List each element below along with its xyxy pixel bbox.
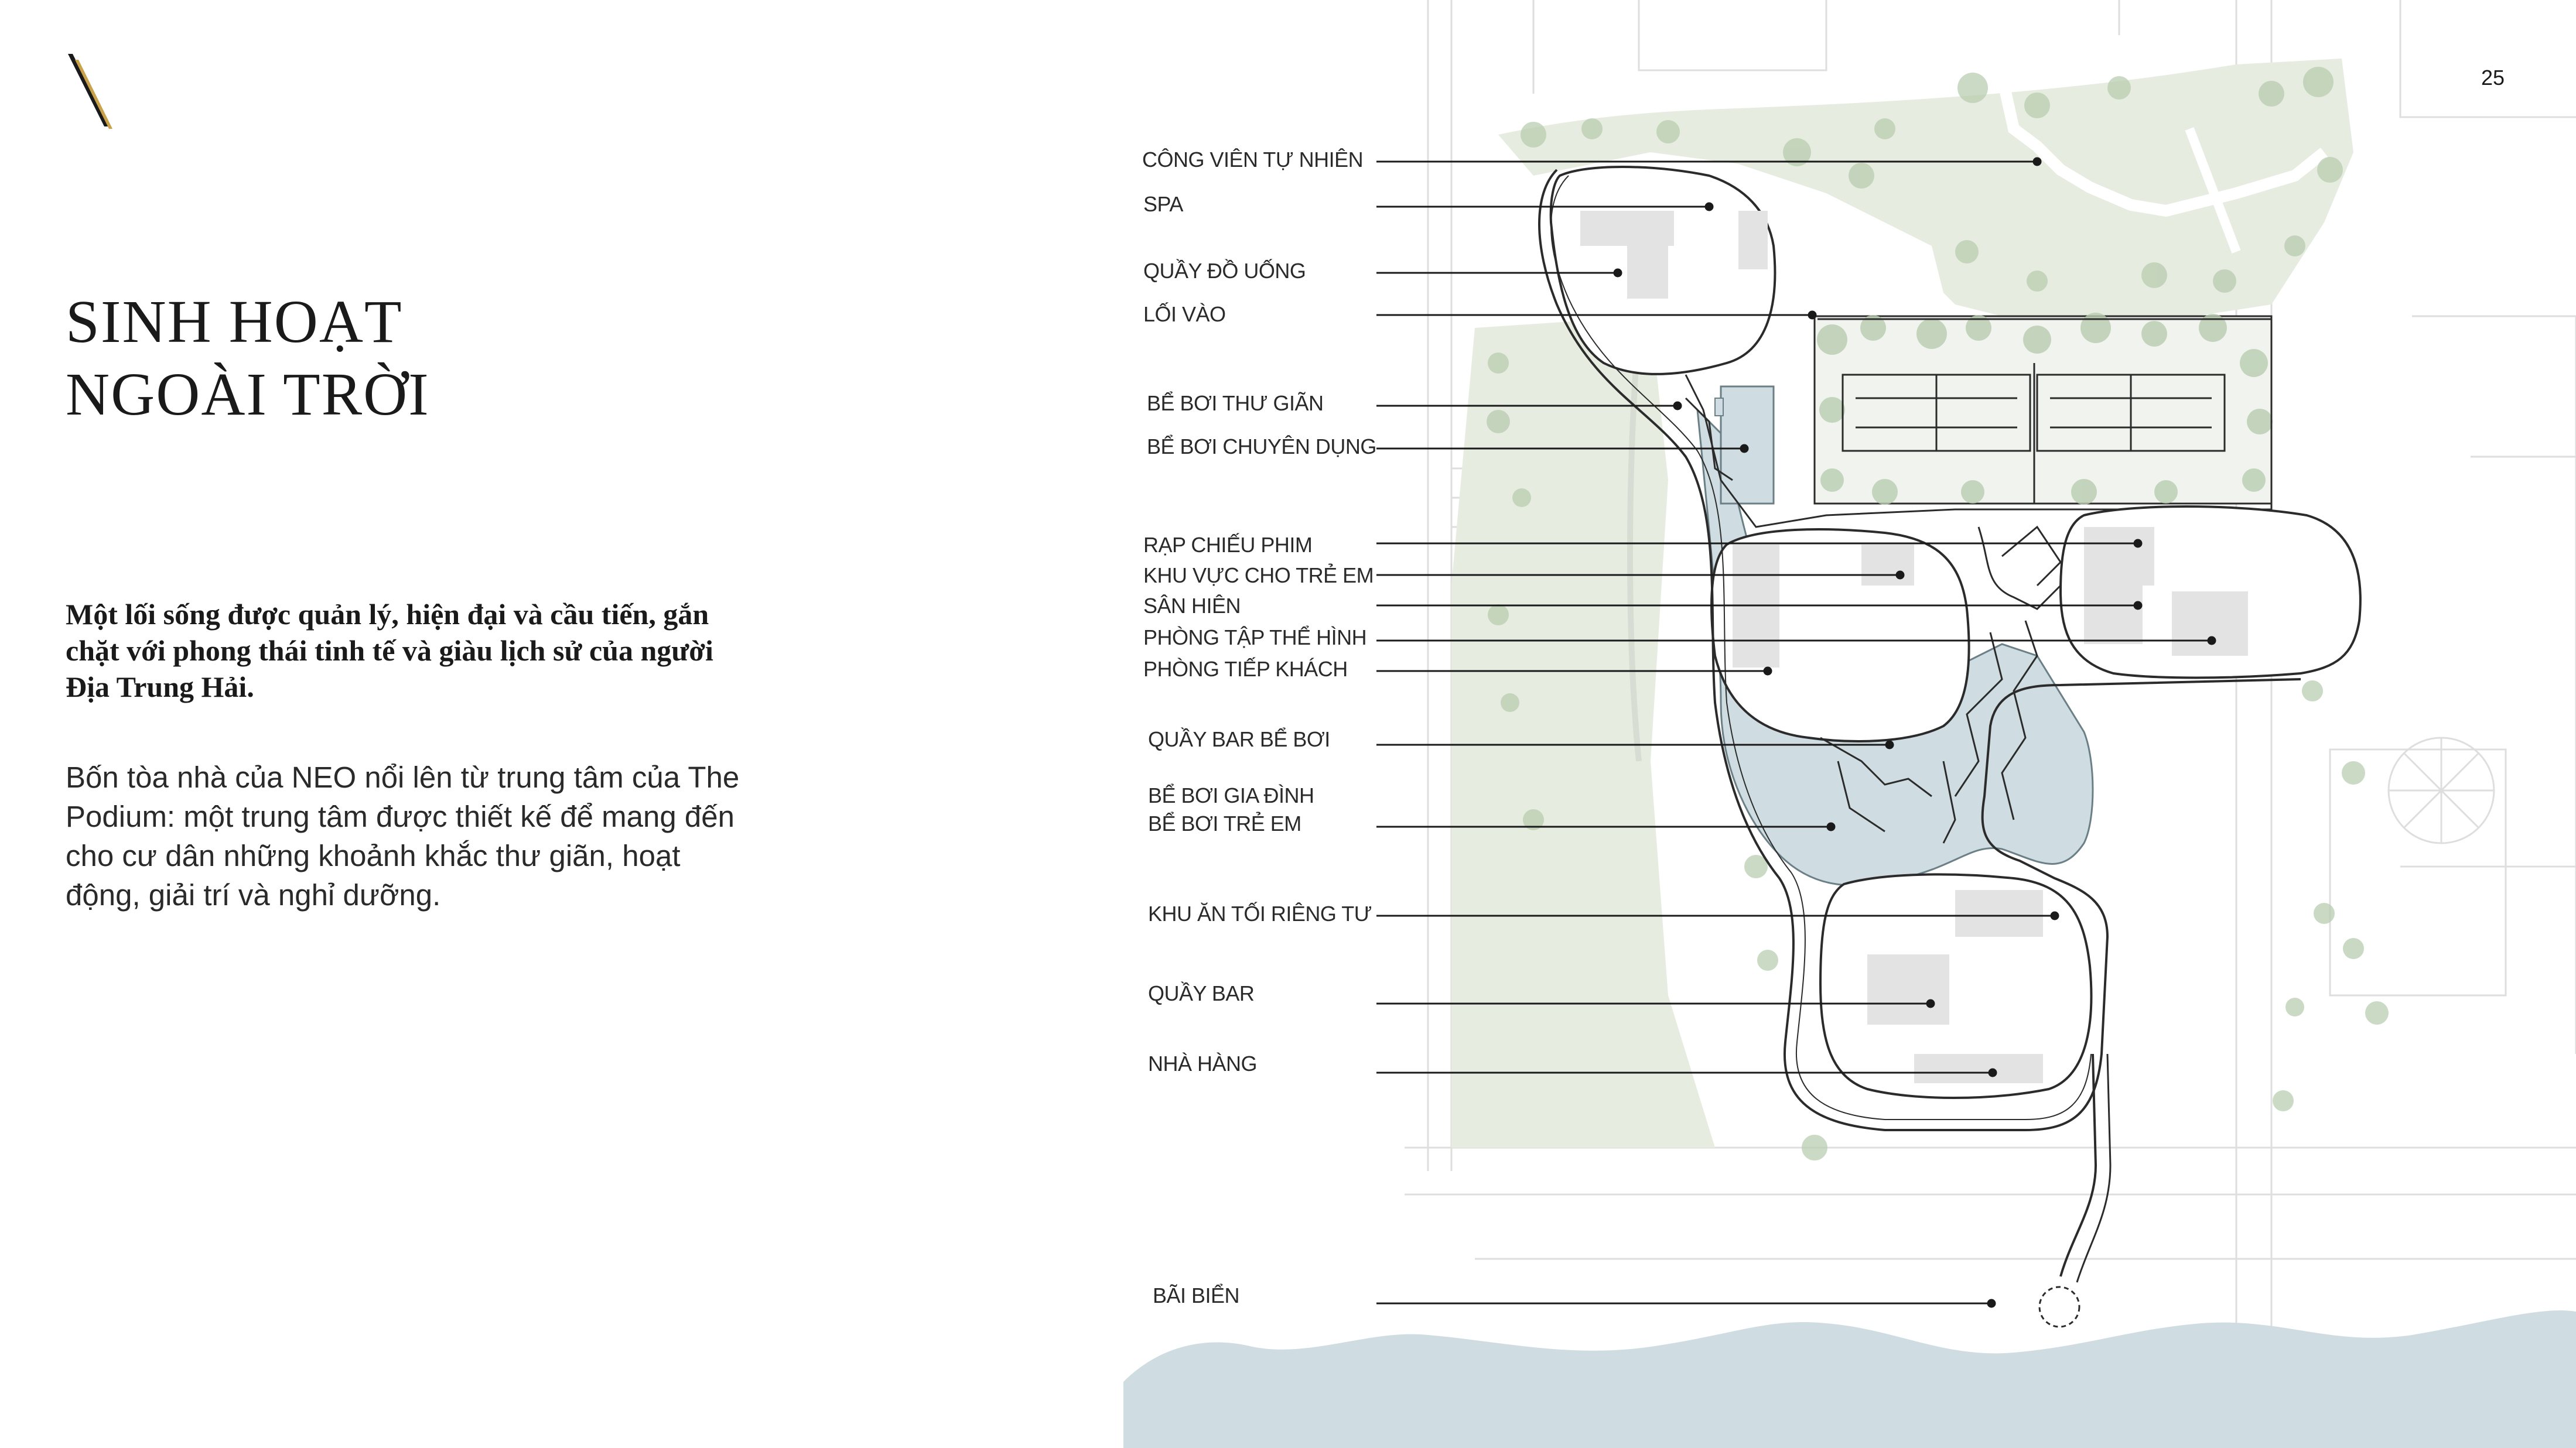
- callout-quay-bar-be-boi: QUẦY BAR BỂ BƠI: [1148, 727, 1330, 751]
- page-number: 25: [2481, 66, 2505, 90]
- description-paragraph: Bốn tòa nhà của NEO nổi lên từ trung tâm…: [66, 761, 740, 912]
- callout-cong-vien-tu-nhien: CÔNG VIÊN TỰ NHIÊN: [1142, 148, 1364, 172]
- callout-bai-bien: BÃI BIỂN: [1153, 1283, 1240, 1307]
- callout-san-hien: SÂN HIÊN: [1143, 594, 1241, 618]
- context-map: [1123, 0, 2576, 1448]
- intro-paragraph: Một lối sống được quản lý, hiện đại và c…: [66, 598, 713, 703]
- brand-logo: [68, 54, 112, 129]
- callout-quay-do-uong: QUẦY ĐỒ UỐNG: [1143, 259, 1306, 283]
- title-line-2: NGOÀI TRỜI: [66, 361, 430, 428]
- callout-khu-vuc-cho-tre-em: KHU VỰC CHO TRẺ EM: [1143, 563, 1374, 587]
- callout-spa: SPA: [1143, 192, 1183, 216]
- callout-phong-tiep-khach: PHÒNG TIẾP KHÁCH: [1143, 657, 1348, 681]
- callout-quay-bar: QUẦY BAR: [1148, 981, 1255, 1005]
- callout-rap-chieu-phim: RẠP CHIẾU PHIM: [1143, 533, 1313, 557]
- callout-be-boi-tre-em: BỂ BƠI TRẺ EM: [1148, 812, 1301, 836]
- title-line-1: SINH HOẠT: [66, 288, 403, 355]
- site-plan: [1123, 0, 2576, 1448]
- callout-be-boi-chuyen-dung: BỂ BƠI CHUYÊN DỤNG: [1147, 434, 1376, 458]
- callout-be-boi-thu-gian: BỂ BƠI THƯ GIÃN: [1147, 391, 1324, 415]
- callout-loi-vao: LỐI VÀO: [1143, 302, 1226, 326]
- callout-phong-tap-the-hinh: PHÒNG TẬP THỂ HÌNH: [1143, 625, 1367, 649]
- podium-complex: [1538, 166, 2362, 1328]
- callout-be-boi-gia-dinh: BỂ BƠI GIA ĐÌNH: [1148, 783, 1314, 807]
- callout-khu-an-toi-rieng-tu: KHU ĂN TỐI RIÊNG TƯ: [1148, 902, 1372, 926]
- callout-nha-hang: NHÀ HÀNG: [1148, 1052, 1258, 1076]
- page-title: SINH HOẠT NGOÀI TRỜI: [66, 286, 430, 431]
